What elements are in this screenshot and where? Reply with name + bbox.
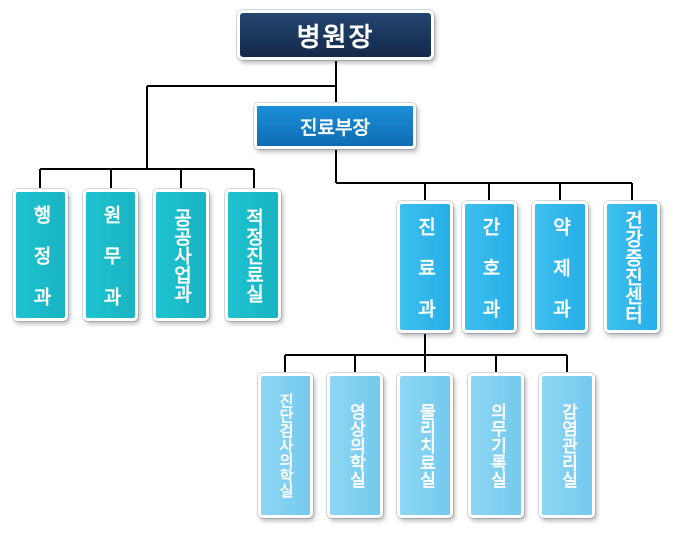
dept-label: 원 무 과: [100, 204, 122, 306]
dept-label: 간 호 과: [479, 216, 501, 318]
dept-label: 공공사업과: [170, 207, 193, 303]
subdept-label: 감염관리실: [557, 403, 578, 488]
dept-patient-affairs: 원 무 과: [83, 189, 138, 321]
dept-public-projects: 공공사업과: [153, 189, 209, 321]
subdept-label: 물리치료실: [415, 403, 436, 488]
dept-nursing: 간 호 과: [462, 201, 517, 333]
subdept-label: 진단검사의학실: [277, 393, 295, 498]
dept-clinical: 진 료 과: [397, 201, 453, 333]
subdept-medical-records: 의무기록실: [468, 373, 524, 518]
subdept-lab-medicine: 진단검사의학실: [258, 373, 313, 518]
director-box: 병원장: [237, 10, 434, 60]
dept-label: 적정진료실: [242, 207, 265, 303]
dept-health-promotion: 건강증진센터: [604, 201, 660, 333]
dept-label: 건강증진센터: [621, 210, 644, 324]
subdept-label: 영상의학실: [345, 403, 366, 488]
dept-label: 약 제 과: [549, 216, 572, 318]
subdept-infection-control: 감염관리실: [539, 373, 595, 518]
dept-label: 행 정 과: [30, 204, 52, 306]
dept-pharmacy: 약 제 과: [532, 201, 588, 333]
medical-director-box: 진료부장: [254, 103, 416, 149]
dept-administration: 행 정 과: [13, 189, 68, 321]
dept-label: 진 료 과: [414, 216, 437, 318]
subdept-physical-therapy: 물리치료실: [397, 373, 453, 518]
subdept-label: 의무기록실: [486, 403, 507, 488]
director-label: 병원장: [296, 22, 375, 53]
subdept-radiology: 영상의학실: [327, 373, 383, 518]
medical-director-label: 진료부장: [300, 116, 370, 139]
dept-quality-care: 적정진료실: [225, 189, 281, 321]
